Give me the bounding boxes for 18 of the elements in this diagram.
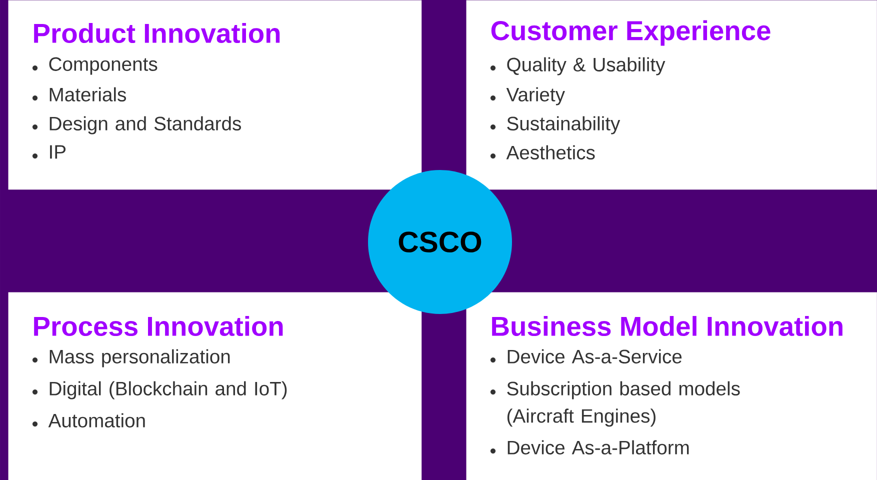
bullet-item: Device As-a-Service: [508, 349, 682, 364]
bullet-item: Components: [49, 57, 158, 75]
bullet-item: Subscription based models (Aircraft Engines): [507, 381, 740, 427]
bullet-item: Mass personalization: [50, 349, 230, 368]
heading: Customer Experience: [491, 20, 770, 46]
bullet-item: IP: [50, 145, 66, 159]
bullet-item: Aesthetics: [506, 145, 595, 160]
heading: Process Innovation: [34, 316, 283, 336]
heading: Product Innovation: [34, 22, 280, 44]
bullet-item: Materials: [50, 87, 126, 102]
bullet-item: Device As-a-Platform: [508, 440, 689, 454]
bullet-item: Automation: [48, 413, 145, 428]
heading: Business Model Innovation: [492, 316, 842, 336]
bullet-item: Quality & Usability: [507, 57, 666, 76]
bullet-item: Design and Standards: [50, 116, 241, 134]
bullet-item: Variety: [506, 87, 565, 106]
bullet-item: Digital (Blockchain and IoT): [50, 381, 287, 400]
bullet-item: Sustainability: [507, 116, 620, 134]
